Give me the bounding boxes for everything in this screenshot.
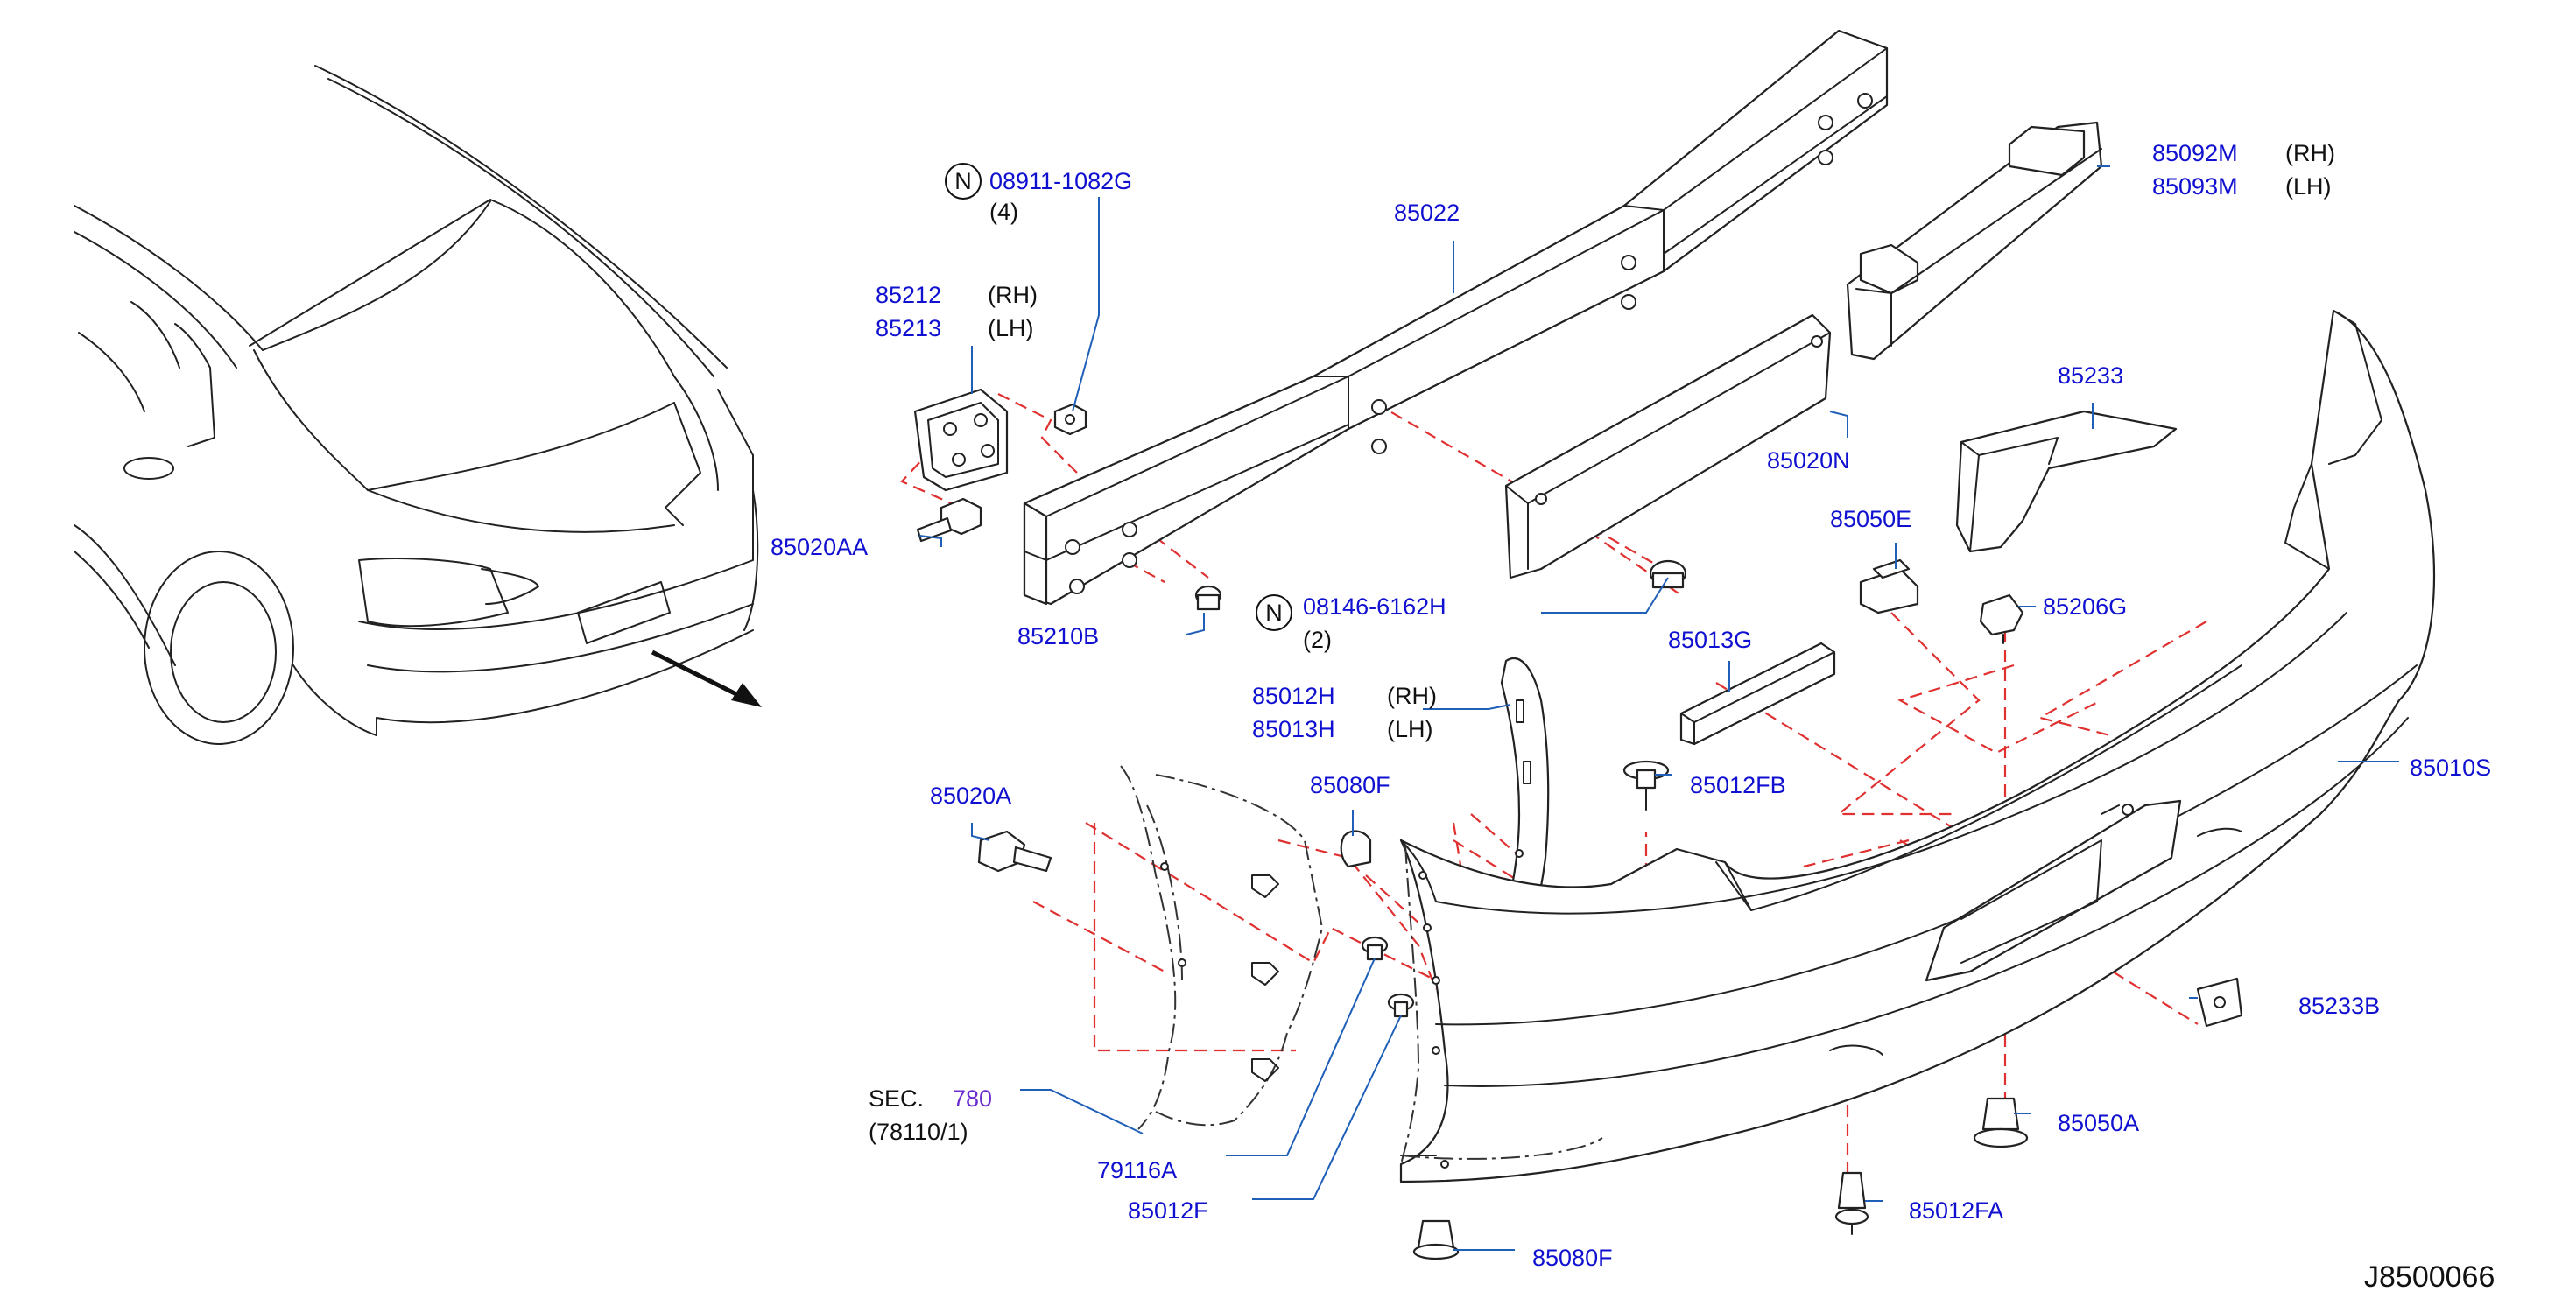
n-symbol-08911: N	[945, 163, 982, 200]
label-sec-780[interactable]: 780	[953, 1085, 992, 1112]
label-85092M-rh: (RH)	[2285, 140, 2335, 166]
car-overview-illustration	[74, 65, 762, 745]
stay-85020N	[1504, 313, 1832, 579]
svg-text:N: N	[1265, 600, 1283, 626]
label-85213[interactable]: 85213	[876, 315, 941, 341]
nut-08146	[1649, 559, 1687, 589]
label-qty-2: (2)	[1303, 627, 1332, 653]
spacer-85013G	[1679, 642, 1836, 746]
clip-85233B	[2196, 977, 2243, 1028]
bracket-85212	[913, 388, 1009, 492]
clip-85012FA	[1834, 1171, 1869, 1235]
bolt-85020A	[977, 830, 1052, 873]
label-85013H[interactable]: 85013H	[1252, 716, 1335, 742]
clip-85050A	[1973, 1097, 2029, 1148]
clip-79116A	[1361, 936, 1389, 961]
label-85010S[interactable]: 85010S	[2410, 755, 2491, 781]
label-85092M[interactable]: 85092M	[2152, 140, 2238, 166]
label-85013G[interactable]: 85013G	[1668, 627, 1752, 653]
bumper-fascia-85010S	[1399, 309, 2436, 1183]
energy-absorber-85092M	[1846, 121, 2103, 361]
clip-85012FB	[1622, 760, 1670, 811]
diagram-reference-code: J8500066	[2364, 1260, 2495, 1294]
part-labels: 08911-1082G (4) 85212 (RH) 85213 (LH) 85…	[771, 140, 2495, 1294]
label-85012FA[interactable]: 85012FA	[1909, 1197, 2003, 1224]
label-85093M-lh: (LH)	[2285, 173, 2332, 200]
label-85020N[interactable]: 85020N	[1767, 447, 1850, 474]
clip-85206G	[1979, 593, 2024, 644]
nut-08911	[1053, 403, 1087, 436]
label-08146-6162H[interactable]: 08146-6162H	[1303, 593, 1446, 620]
label-85020A[interactable]: 85020A	[930, 783, 1011, 809]
label-85012FB[interactable]: 85012FB	[1690, 772, 1786, 798]
clip-85012F	[1387, 993, 1415, 1018]
label-sec: SEC.	[869, 1085, 924, 1112]
label-85013H-lh: (LH)	[1387, 716, 1433, 742]
label-85213-lh: (LH)	[988, 315, 1034, 341]
svg-text:N: N	[954, 168, 972, 194]
label-85233[interactable]: 85233	[2058, 362, 2123, 389]
label-qty-4: (4)	[989, 199, 1018, 225]
grommet-85210B	[1194, 585, 1222, 611]
label-85020AA[interactable]: 85020AA	[771, 534, 868, 560]
bumper-reinforcement-85022	[1023, 29, 1889, 606]
clip-85080F-bottom	[1412, 1219, 1460, 1260]
label-85212[interactable]: 85212	[876, 282, 941, 308]
label-sec-sub: (78110/1)	[869, 1119, 968, 1145]
clip-85080F-top	[1340, 830, 1372, 868]
side-panel-sec780-phantom	[1120, 765, 1324, 1130]
bolt-85020AA	[916, 497, 982, 543]
bracket-85233	[1955, 410, 2178, 553]
label-85050A[interactable]: 85050A	[2058, 1110, 2139, 1136]
label-85080F-bottom[interactable]: 85080F	[1532, 1245, 1613, 1271]
label-85093M[interactable]: 85093M	[2152, 173, 2238, 200]
label-85012F[interactable]: 85012F	[1128, 1197, 1208, 1224]
n-symbol-08146: N	[1256, 594, 1292, 631]
label-85233B[interactable]: 85233B	[2298, 993, 2380, 1019]
label-85212-rh: (RH)	[988, 282, 1038, 308]
fascia-side-mount	[1400, 844, 1603, 1169]
clip-85050E	[1859, 558, 1919, 614]
label-85012H[interactable]: 85012H	[1252, 683, 1335, 709]
label-85206G[interactable]: 85206G	[2043, 593, 2127, 620]
label-08911-1082G[interactable]: 08911-1082G	[989, 168, 1132, 194]
label-85012H-rh: (RH)	[1387, 683, 1437, 709]
label-85080F-top[interactable]: 85080F	[1310, 772, 1390, 798]
label-85050E[interactable]: 85050E	[1830, 506, 1911, 532]
label-85022[interactable]: 85022	[1394, 200, 1460, 226]
label-85210B[interactable]: 85210B	[1017, 623, 1099, 650]
leader-lines	[918, 165, 2399, 1251]
label-79116A[interactable]: 79116A	[1097, 1157, 1177, 1183]
